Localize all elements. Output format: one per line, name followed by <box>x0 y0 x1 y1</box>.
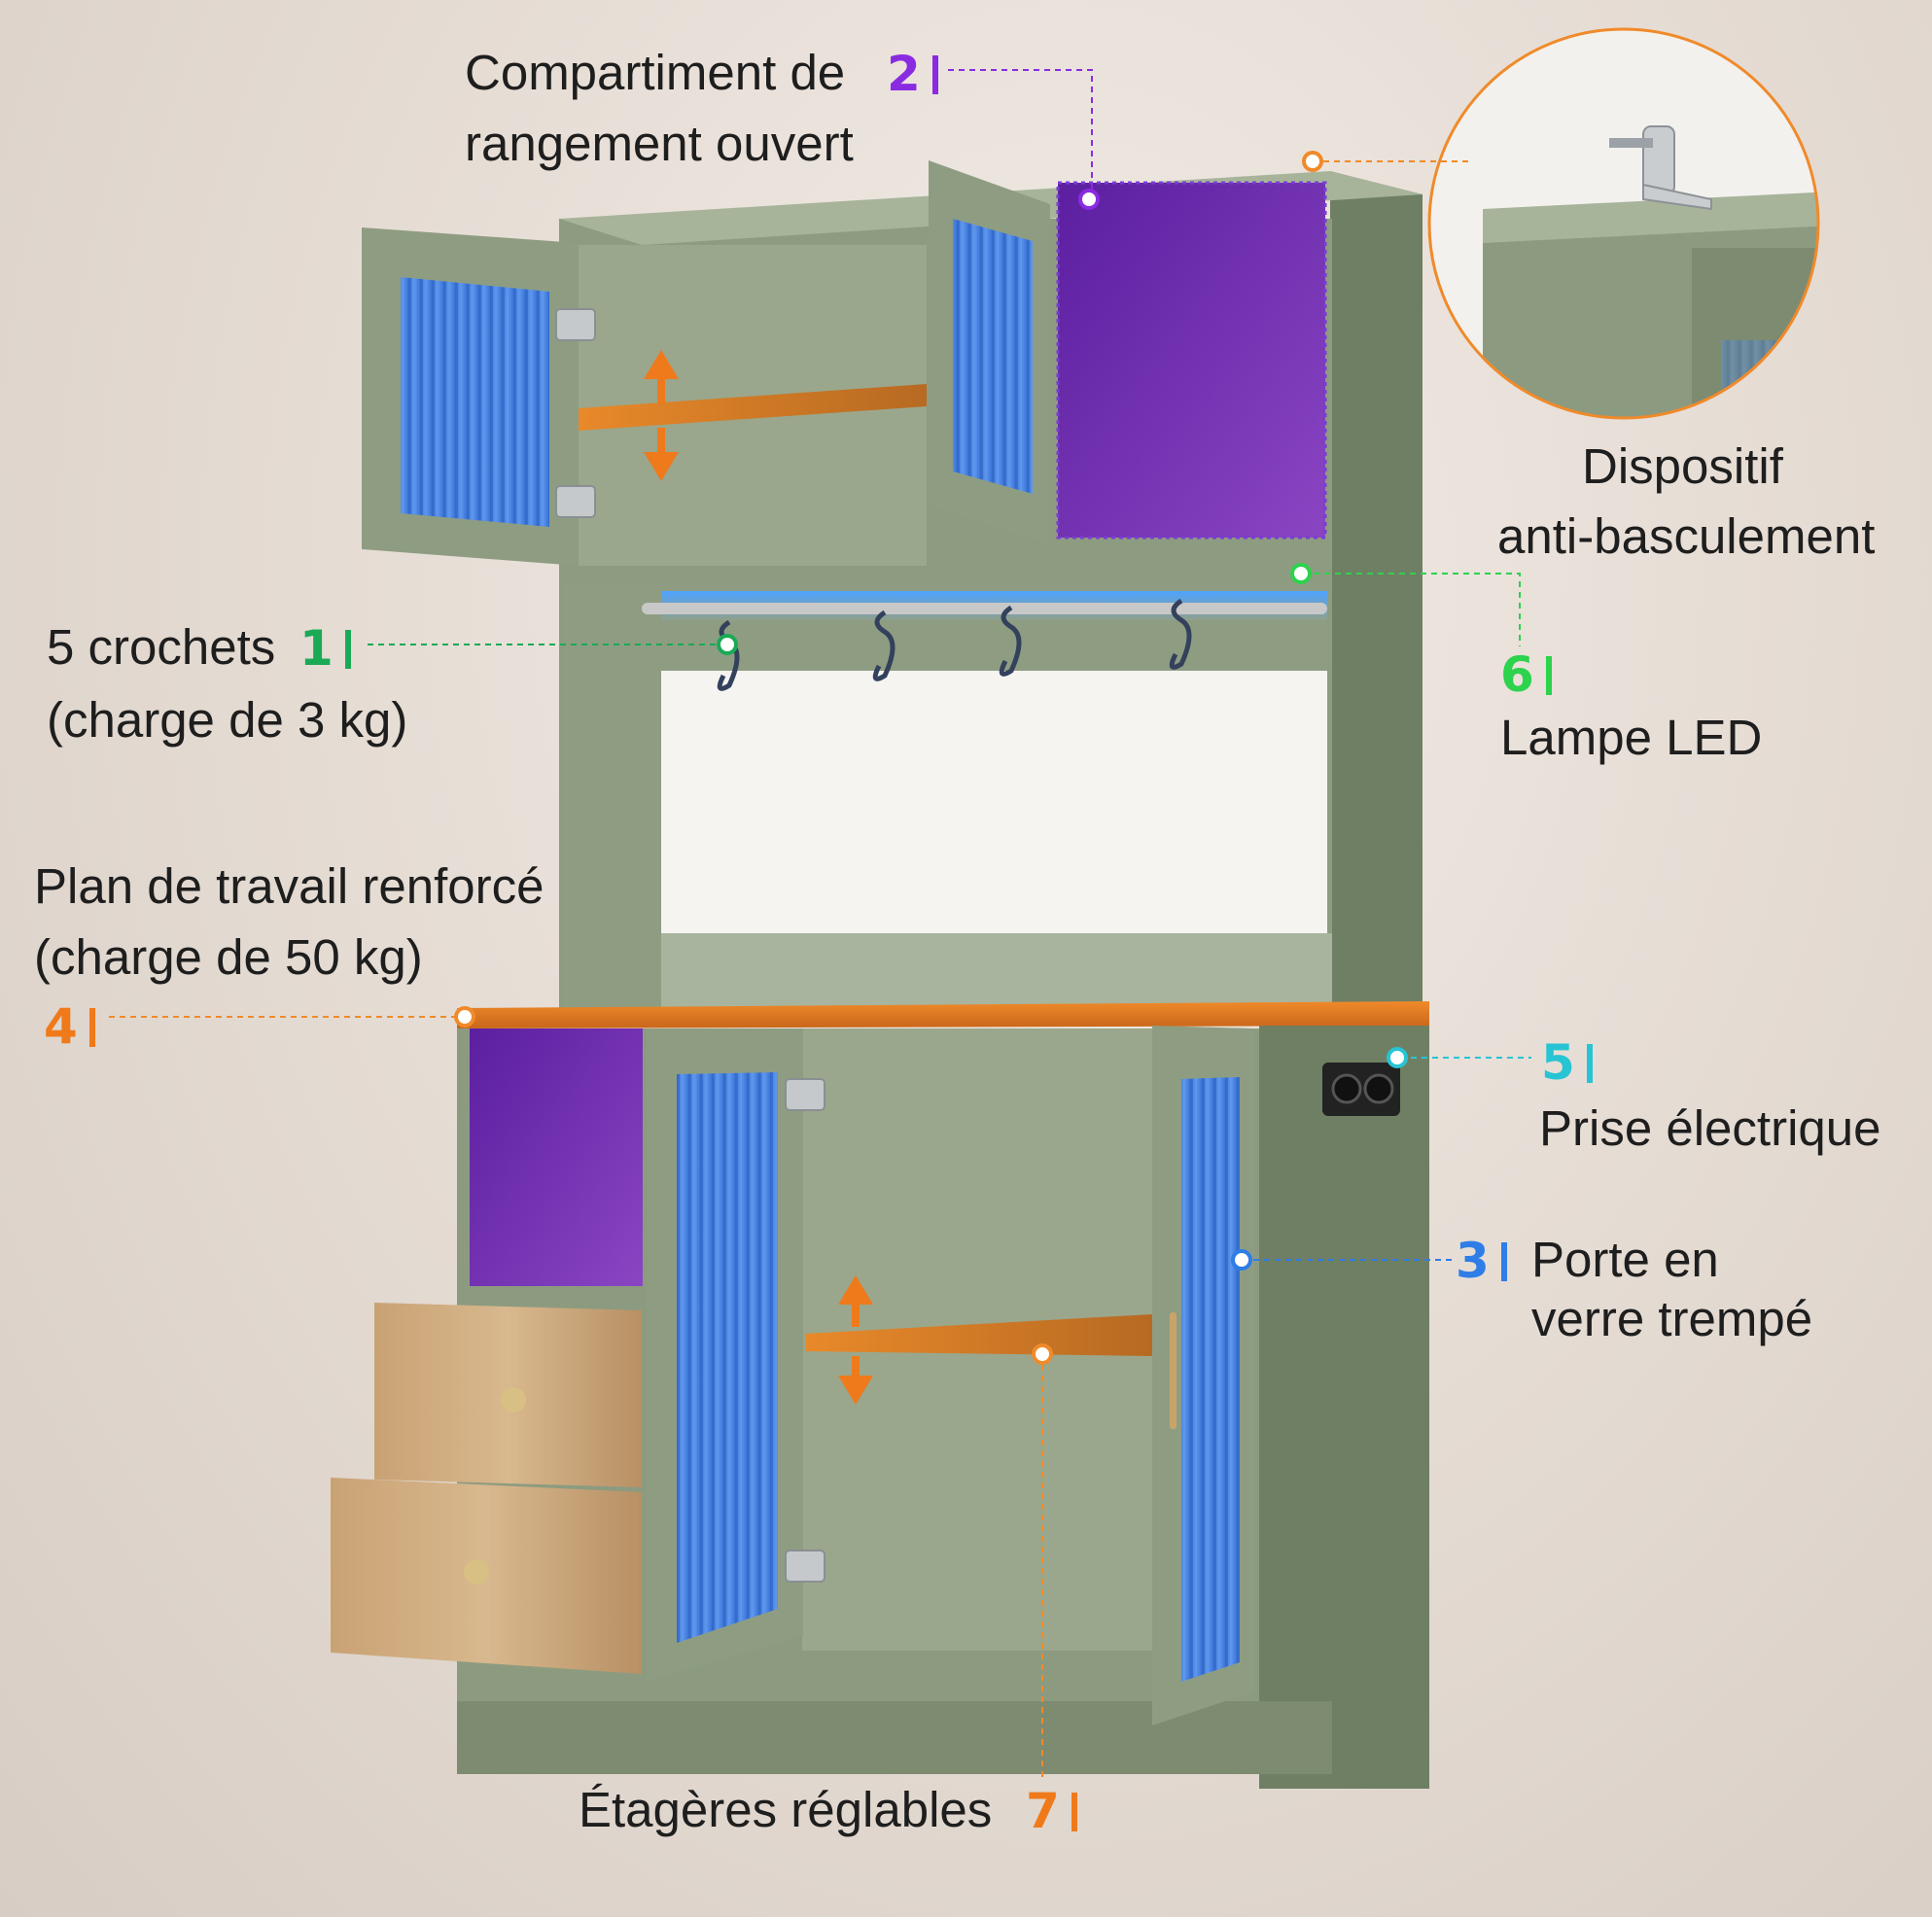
feature-6-number: 6 <box>1500 645 1552 704</box>
feature-5-line1: Prise électrique <box>1539 1100 1881 1156</box>
feature-2-label: Compartiment de <box>465 37 845 109</box>
feature-7-number: 7 <box>1026 1782 1077 1840</box>
hanging-rod <box>642 603 1327 614</box>
feature-4-line1: Plan de travail renforcé <box>34 858 544 914</box>
reinforced-worktop <box>457 1001 1429 1028</box>
feature-4-number: 4 <box>44 997 95 1056</box>
leader-lines <box>109 69 1531 1779</box>
lower-side-panel <box>1259 1026 1429 1789</box>
feature-3-line1: Porte en <box>1531 1232 1719 1287</box>
drawer-knob[interactable] <box>501 1387 526 1412</box>
screw-icon <box>1609 125 1712 211</box>
anti-tip-inset <box>1427 27 1820 420</box>
feature-4-line2: (charge de 50 kg) <box>34 929 423 985</box>
feature-3-number: 3 <box>1456 1232 1507 1290</box>
feature-2-line2: rangement ouvert <box>465 116 854 171</box>
drawer-knob[interactable] <box>464 1559 489 1585</box>
feature-1-line2: (charge de 3 kg) <box>47 692 408 748</box>
feature-6-line1: Lampe LED <box>1500 710 1763 765</box>
door-handle[interactable] <box>1170 1312 1177 1429</box>
worktop-backsplash <box>661 933 1332 1011</box>
lower-adjustable-shelf <box>805 1314 1152 1356</box>
glass-doors <box>362 160 1254 1725</box>
upper-adjustable-shelf <box>579 384 927 431</box>
feature-2-number: 2 <box>887 45 938 103</box>
cabinet <box>331 171 1429 1789</box>
back-panel <box>661 671 1327 933</box>
lower-open-cubby <box>470 1028 643 1286</box>
open-storage-compartment <box>1058 183 1325 538</box>
s-hook-icon <box>717 598 1192 691</box>
anti-tip-line2: anti-basculement <box>1497 508 1876 564</box>
power-socket-icon <box>1322 1063 1400 1116</box>
feature-2-line1: Compartiment de <box>465 45 846 100</box>
feature-7-line1: Étagères réglables <box>579 1782 993 1837</box>
feature-1-line1: 5 crochets <box>47 619 276 675</box>
anti-tip-line1: Dispositif <box>1582 438 1783 494</box>
feature-1-number: 1 <box>299 619 351 678</box>
feature-5-number: 5 <box>1541 1033 1593 1092</box>
feature-3-line2: verre trempé <box>1531 1291 1813 1346</box>
plinth <box>457 1701 1332 1774</box>
drawers <box>331 1303 642 1674</box>
leader-dots <box>454 151 1408 1365</box>
double-vertical-arrow-icon <box>644 350 873 1405</box>
hinge-icon <box>555 308 825 1583</box>
